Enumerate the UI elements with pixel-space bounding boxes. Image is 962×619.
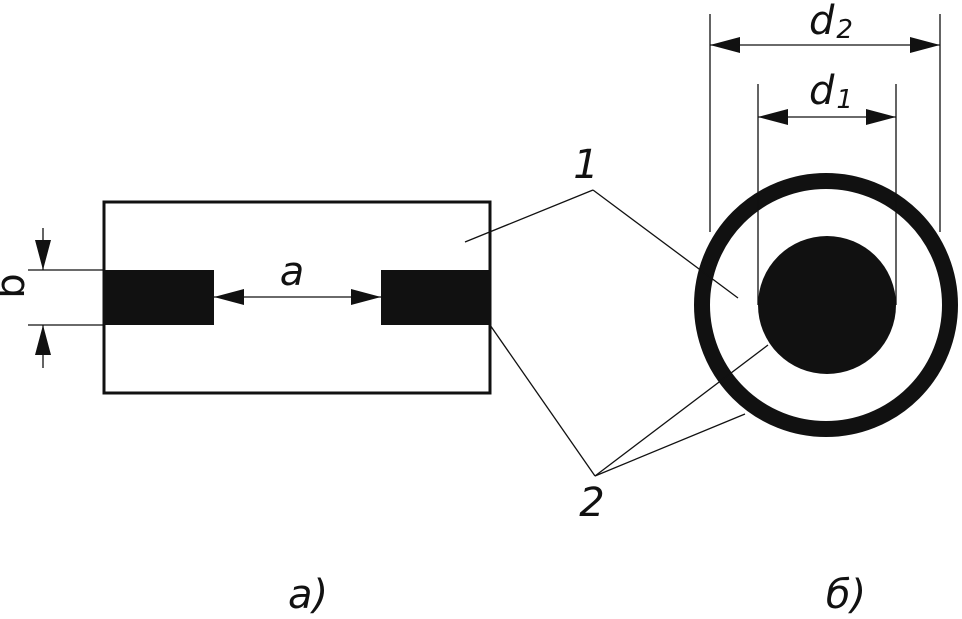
caption-b: б) xyxy=(826,572,866,618)
callout-2: 2 xyxy=(579,480,604,526)
figure-b: d2 d1 б) xyxy=(694,0,958,618)
dimension-b xyxy=(28,228,104,368)
inner-conductor xyxy=(758,236,896,374)
conductor-right xyxy=(381,270,490,325)
label-d1: d1 xyxy=(809,68,853,115)
leader-lines xyxy=(464,189,769,477)
conductor-left xyxy=(104,270,214,325)
label-b: b xyxy=(0,273,34,298)
figure-a: a b a) xyxy=(0,200,492,618)
callout-1: 1 xyxy=(573,142,598,188)
outer-conductor-ring xyxy=(694,173,958,437)
label-a: a xyxy=(280,249,305,295)
label-d2: d2 xyxy=(809,0,853,45)
caption-a: a) xyxy=(288,572,328,618)
